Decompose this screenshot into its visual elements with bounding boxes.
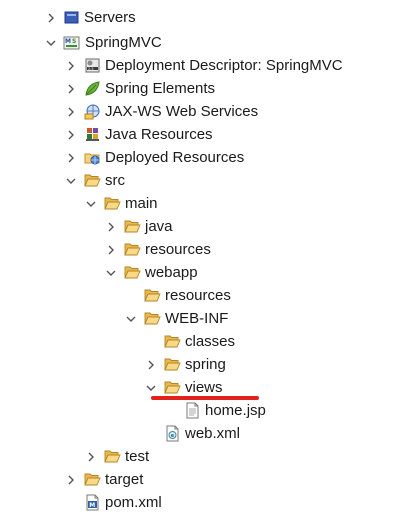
chevron-right-icon[interactable] — [84, 445, 98, 468]
tree-item-java-resources[interactable]: Java Resources — [0, 123, 402, 146]
svg-text:2.5: 2.5 — [88, 67, 94, 71]
chevron-right-icon[interactable] — [64, 100, 78, 123]
folder-open-icon — [124, 218, 141, 235]
tree-item-deployment-descriptor[interactable]: 2.5 Deployment Descriptor: SpringMVC — [0, 54, 402, 77]
tree-item-web-xml[interactable]: e web.xml — [0, 422, 402, 445]
tree-item-target[interactable]: target — [0, 468, 402, 491]
tree-item-label: Spring Elements — [105, 80, 216, 97]
tree-item-views[interactable]: views — [0, 376, 402, 399]
tree-item-pom-xml[interactable]: M pom.xml — [0, 491, 402, 514]
jsp-file-icon — [184, 402, 201, 419]
tree-item-servers[interactable]: Servers — [0, 6, 402, 29]
tree-item-webapp-resources[interactable]: resources — [0, 284, 402, 307]
chevron-down-icon[interactable] — [144, 376, 158, 399]
tree-item-home-jsp[interactable]: home.jsp — [0, 399, 402, 422]
tree-item-label: resources — [145, 241, 211, 258]
chevron-right-icon[interactable] — [64, 468, 78, 491]
tree-item-label: src — [105, 172, 125, 189]
chevron-right-icon[interactable] — [144, 353, 158, 376]
tree-item-label: main — [125, 195, 158, 212]
chevron-right-icon[interactable] — [64, 146, 78, 169]
tree-item-main[interactable]: main — [0, 192, 402, 215]
tree-item-spring-elements[interactable]: Spring Elements — [0, 77, 402, 100]
java-resources-icon — [84, 126, 101, 143]
tree-item-label: Deployment Descriptor: SpringMVC — [105, 57, 343, 74]
tree-item-label: spring — [185, 356, 226, 373]
folder-open-icon — [104, 448, 121, 465]
tree-item-src[interactable]: src — [0, 169, 402, 192]
chevron-right-icon[interactable] — [64, 54, 78, 77]
tree-item-java[interactable]: java — [0, 215, 402, 238]
chevron-right-icon[interactable] — [104, 215, 118, 238]
tree-item-webapp[interactable]: webapp — [0, 261, 402, 284]
tree-item-label: Java Resources — [105, 126, 213, 143]
tree-item-label: target — [105, 471, 144, 488]
folder-open-icon — [84, 471, 101, 488]
tree-item-jax-ws-web-services[interactable]: JAX-WS Web Services — [0, 100, 402, 123]
folder-open-icon — [104, 195, 121, 212]
tree-item-label: views — [185, 379, 223, 396]
folder-open-icon — [164, 356, 181, 373]
tree-item-label: JAX-WS Web Services — [105, 103, 259, 120]
folder-open-icon — [164, 333, 181, 350]
tree-item-label: classes — [185, 333, 236, 350]
svg-text:e: e — [171, 433, 175, 439]
chevron-down-icon[interactable] — [104, 261, 118, 284]
folder-open-icon — [84, 172, 101, 189]
folder-open-icon — [164, 379, 181, 396]
folder-open-icon — [144, 310, 161, 327]
tree-item-label: Deployed Resources — [105, 149, 245, 166]
svg-text:M: M — [89, 502, 95, 509]
server-icon — [63, 9, 80, 26]
svg-text:M: M — [65, 38, 71, 45]
tree-item-deployed-resources[interactable]: Deployed Resources — [0, 146, 402, 169]
tree-item-label: home.jsp — [205, 402, 266, 419]
tree-item-label: pom.xml — [105, 494, 162, 511]
web-services-icon — [84, 103, 101, 120]
tree-item-label: SpringMVC — [85, 34, 162, 51]
tree-item-label: resources — [165, 287, 231, 304]
tree-item-spring[interactable]: spring — [0, 353, 402, 376]
spring-leaf-icon — [84, 80, 101, 97]
chevron-right-icon[interactable] — [64, 77, 78, 100]
tree-item-resources[interactable]: resources — [0, 238, 402, 261]
chevron-down-icon[interactable] — [124, 307, 138, 330]
tree-item-label: java — [145, 218, 173, 235]
svg-text:S: S — [72, 38, 76, 45]
folder-open-icon — [124, 264, 141, 281]
highlight-underline — [151, 396, 259, 400]
chevron-down-icon[interactable] — [64, 169, 78, 192]
chevron-right-icon[interactable] — [44, 6, 58, 29]
tree-item-label: Servers — [84, 9, 136, 26]
tree-item-label: test — [125, 448, 150, 465]
maven-pom-icon: M — [84, 494, 101, 511]
chevron-right-icon[interactable] — [104, 238, 118, 261]
deployed-resources-icon — [84, 149, 101, 166]
xml-file-icon: e — [164, 425, 181, 442]
tree-item-classes[interactable]: classes — [0, 330, 402, 353]
tree-item-label: WEB-INF — [165, 310, 229, 327]
deployment-descriptor-icon: 2.5 — [84, 57, 101, 74]
folder-open-icon — [124, 241, 141, 258]
chevron-right-icon[interactable] — [64, 123, 78, 146]
chevron-down-icon[interactable] — [44, 31, 58, 54]
tree-item-label: web.xml — [185, 425, 241, 442]
tree-item-test[interactable]: test — [0, 445, 402, 468]
tree-item-web-inf[interactable]: WEB-INF — [0, 307, 402, 330]
folder-open-icon — [144, 287, 161, 304]
tree-item-label: webapp — [145, 264, 198, 281]
chevron-down-icon[interactable] — [84, 192, 98, 215]
